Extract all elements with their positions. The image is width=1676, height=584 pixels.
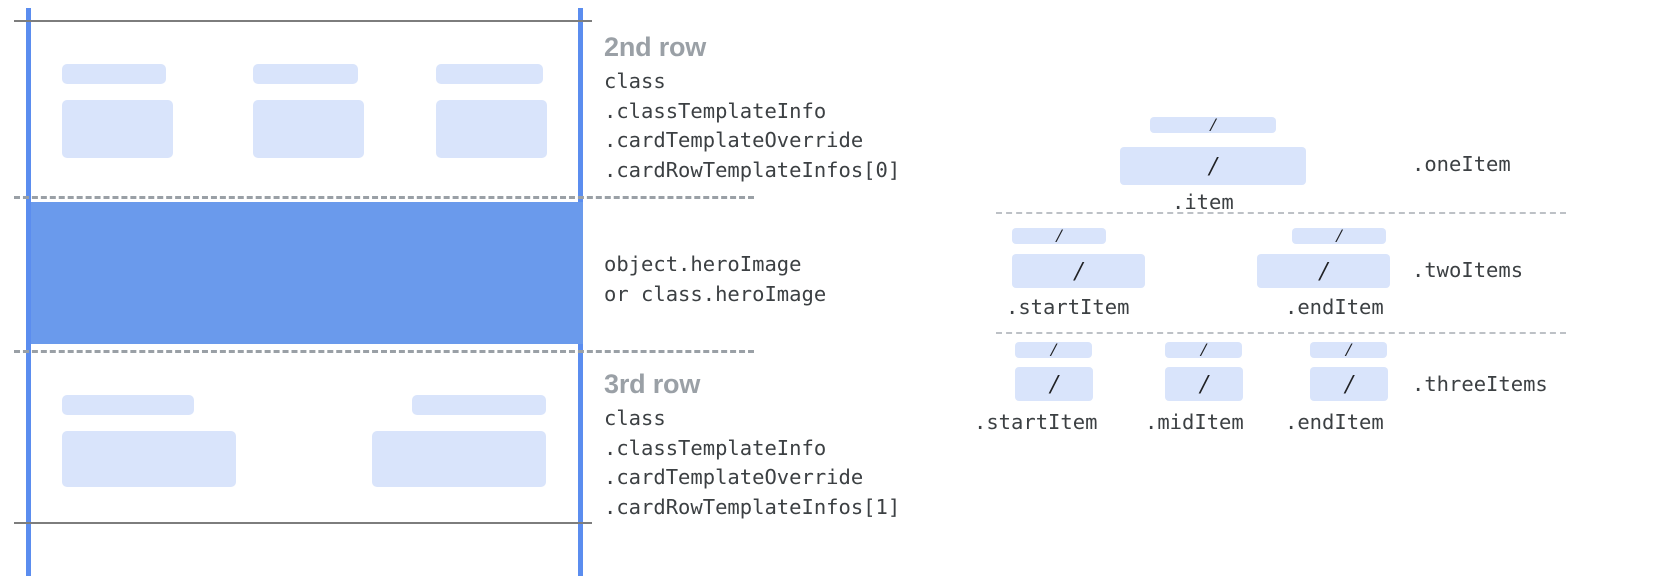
card-top-boundary-line [14, 20, 592, 22]
two-items-end-caption: .endItem [1285, 295, 1384, 319]
row3-col1-label-chip [62, 395, 194, 415]
row2-col2-label-chip [253, 64, 358, 84]
row3-col2-label-chip [412, 395, 546, 415]
hero-image-code: object.heroImage or class.heroImage [604, 252, 827, 306]
three-items-mid-label-slot: / [1165, 341, 1242, 360]
hero-row3-divider [14, 350, 754, 353]
card-rows-panel: 2nd row class .classTemplateInfo .cardTe… [0, 0, 900, 584]
two-items-end-value-slot: / [1257, 254, 1390, 288]
row2-hero-divider [14, 196, 754, 199]
row2-col2-value-chip [253, 100, 364, 158]
three-items-start-label-slot: / [1015, 341, 1092, 360]
three-items-mid-value-slot: / [1165, 367, 1243, 401]
three-items-end-caption: .endItem [1285, 410, 1384, 434]
second-row-annotation: 2nd row class .classTemplateInfo .cardTe… [604, 32, 900, 186]
third-row-code: class .classTemplateInfo .cardTemplateOv… [604, 405, 901, 520]
two-items-start-caption: .startItem [1006, 295, 1130, 319]
two-items-start-value-slot: / [1012, 254, 1145, 288]
hero-image-annotation: object.heroImage or class.heroImage [604, 250, 826, 309]
second-row-title: 2nd row [604, 32, 707, 62]
three-items-start-value-slot: / [1015, 367, 1093, 401]
card-bottom-boundary-line [14, 522, 592, 524]
one-item-label-slot: / [1150, 116, 1276, 135]
row2-col3-value-chip [436, 100, 547, 158]
one-item-value-slot: / [1120, 147, 1306, 185]
three-items-mid-caption: .midItem [1145, 410, 1244, 434]
two-items-start-label-slot: / [1012, 227, 1106, 246]
row3-col2-value-chip [372, 431, 546, 487]
two-three-items-divider [996, 332, 1566, 334]
one-item-group-label: .oneItem [1412, 152, 1511, 176]
two-items-end-label-slot: / [1292, 227, 1386, 246]
item-variants-panel: / / .item .oneItem / / .startItem / / .e… [960, 0, 1676, 584]
card-left-edge-rail [26, 8, 31, 576]
row2-col1-value-chip [62, 100, 173, 158]
hero-image-band [31, 202, 583, 344]
three-items-start-caption: .startItem [974, 410, 1098, 434]
third-row-title: 3rd row [604, 369, 701, 399]
three-items-group-label: .threeItems [1412, 372, 1548, 396]
row2-col1-label-chip [62, 64, 166, 84]
three-items-end-value-slot: / [1310, 367, 1388, 401]
row2-col3-label-chip [436, 64, 543, 84]
row3-col1-value-chip [62, 431, 236, 487]
second-row-code: class .classTemplateInfo .cardTemplateOv… [604, 68, 901, 183]
one-item-caption: .item [1172, 190, 1234, 214]
one-two-items-divider [996, 212, 1566, 214]
three-items-end-label-slot: / [1310, 341, 1387, 360]
third-row-annotation: 3rd row class .classTemplateInfo .cardTe… [604, 369, 900, 523]
two-items-group-label: .twoItems [1412, 258, 1524, 282]
